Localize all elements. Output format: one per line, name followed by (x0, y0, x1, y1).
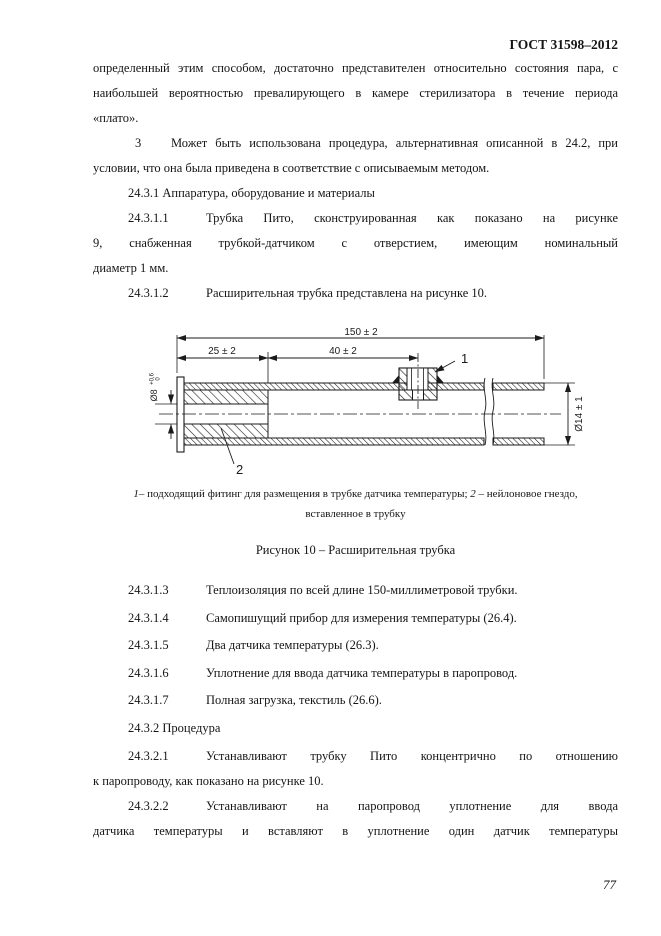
dim-dia8-tolerance-lower: 0 (156, 377, 162, 381)
clause-number: 3 (135, 136, 142, 150)
figure-caption-line: 1– подходящий фитинг для размещения в тр… (93, 484, 618, 504)
dim-overall-label: 150 ± 2 (344, 327, 378, 338)
dim-dia8-label: Ø8 (149, 389, 159, 401)
clause-number: 24.3.1.6 (128, 665, 169, 680)
figure-10: 150 ± 2 25 ± 2 40 ± 2 (93, 327, 618, 559)
clause-number: 24.3.1.1 (128, 211, 169, 225)
callout-2: 2 (220, 427, 243, 477)
text-line: 3 Может быть использована процедура, альт… (93, 131, 618, 156)
text-line: условии, что она была приведена в соотве… (93, 161, 490, 175)
leader-line-2 (220, 427, 235, 465)
text-line: 24.3.1.3 Теплоизоляция по всей длине 150-… (93, 578, 618, 603)
clause-number: 24.3.1.3 (128, 583, 169, 597)
line-text: Уплотнение для ввода датчика температуры… (206, 665, 518, 680)
callout-2-label: 2 (236, 462, 243, 477)
clause-number: 24.3.1.4 (128, 610, 169, 625)
caption-ref-2: 2 (470, 488, 476, 500)
caption-ref-1: 1– (133, 488, 145, 500)
dim-dia8-tolerance-upper: +0,6 (150, 372, 156, 385)
line-text: Устанавливают на паропровод уплотнение д… (206, 798, 618, 813)
text-line: 24.3.1.4 Самопишущий прибор для измерения… (93, 606, 618, 631)
dim-dia14-label: Ø14 ± 1 (574, 396, 585, 432)
figure-caption: 1– подходящий фитинг для размещения в тр… (93, 484, 618, 524)
text-line: датчика температуры и вставляют в уплотн… (93, 823, 618, 838)
caption-text-2: – нейлоновое гнездо, (478, 488, 578, 500)
line-text: Полная загрузка, текстиль (26.6). (206, 693, 382, 707)
line-text: Может быть использована процедура, альте… (171, 136, 618, 150)
nylon-socket-section (183, 389, 269, 439)
callout-1-label: 1 (461, 351, 468, 366)
dim-40: 40 ± 2 (267, 346, 419, 362)
clause-number: 24.3.1.5 (128, 638, 169, 652)
text-line: 24.3.1.6 Уплотнение для ввода датчика тем… (93, 661, 618, 686)
page-number: 77 (603, 877, 616, 892)
dim-25-label: 25 ± 2 (208, 346, 236, 357)
break-symbol (483, 377, 495, 447)
text-line: «плато». (93, 111, 139, 125)
clause-number: 24.3.2.2 (128, 798, 169, 813)
line-text: Устанавливают трубку Пито концентрично п… (206, 748, 618, 763)
text-line: 24.3.1.7 Полная загрузка, текстиль (26.6)… (93, 688, 618, 713)
callout-1: 1 (434, 351, 468, 373)
sensor-fitting (392, 353, 444, 409)
text-line: определенный этим способом, достаточно п… (93, 61, 618, 75)
page-body: определенный этим способом, достаточно п… (93, 56, 618, 844)
text-line: диаметр 1 мм. (93, 261, 169, 275)
doc-code: ГОСТ 31598–2012 (509, 37, 618, 52)
text-line: 9, снабженная трубкой-датчиком с отверст… (93, 236, 618, 250)
clause-number: 24.3.2.1 (128, 748, 169, 763)
text-line: 24.3.2.2 Устанавливают на паропровод упло… (93, 794, 618, 819)
clause-number: 24.3.1.7 (128, 693, 169, 707)
section-heading: 24.3.2 Процедура (128, 720, 221, 735)
dim-dia14: Ø14 ± 1 (544, 382, 585, 446)
line-text: Два датчика температуры (26.3). (206, 638, 379, 652)
figure-caption-line: вставленное в трубку (305, 508, 406, 520)
dim-overall: 150 ± 2 (176, 327, 545, 379)
text-line: к паропроводу, как показано на рисунке 1… (93, 773, 324, 788)
text-line: 24.3.1.1 Трубка Пито, сконструированная к… (93, 206, 618, 231)
dim-40-label: 40 ± 2 (329, 346, 357, 357)
text-line: 24.3.2.1 Устанавливают трубку Пито концен… (93, 744, 618, 769)
flange (176, 376, 185, 453)
line-text: Расширительная трубка представлена на ри… (206, 286, 488, 300)
svg-text:Ø8 +0,6: Ø8 +0,6 0 (141, 369, 162, 402)
text-line: наибольшей вероятностью превалирующего в… (93, 86, 618, 100)
clause-list: 24.3.1.3 Теплоизоляция по всей длине 150-… (93, 578, 618, 844)
page-header: ГОСТ 31598–2012 (509, 36, 618, 54)
dim-dia8: Ø8 +0,6 0 (141, 369, 177, 439)
line-text: Теплоизоляция по всей длине 150-миллимет… (206, 583, 518, 597)
figure-title: Рисунок 10 – Расширительная трубка (255, 543, 456, 557)
section-heading: 24.3.1 Аппаратура, оборудование и матери… (128, 186, 375, 200)
text-line: 24.3.1.2 Расширительная трубка представле… (93, 281, 618, 306)
caption-text-1: подходящий фитинг для размещения в трубк… (147, 488, 468, 500)
figure-10-drawing-area: 150 ± 2 25 ± 2 40 ± 2 (111, 327, 618, 479)
dim-25: 25 ± 2 (176, 346, 269, 383)
text-line: 24.3.1.5 Два датчика температуры (26.3). (93, 633, 618, 658)
leader-line-1 (434, 360, 456, 373)
line-text: Трубка Пито, сконструированная как показ… (206, 211, 618, 225)
clause-number: 24.3.1.2 (128, 286, 169, 300)
figure-10-drawing: 150 ± 2 25 ± 2 40 ± 2 (141, 327, 585, 477)
line-text: Самопишущий прибор для измерения темпера… (206, 610, 517, 625)
